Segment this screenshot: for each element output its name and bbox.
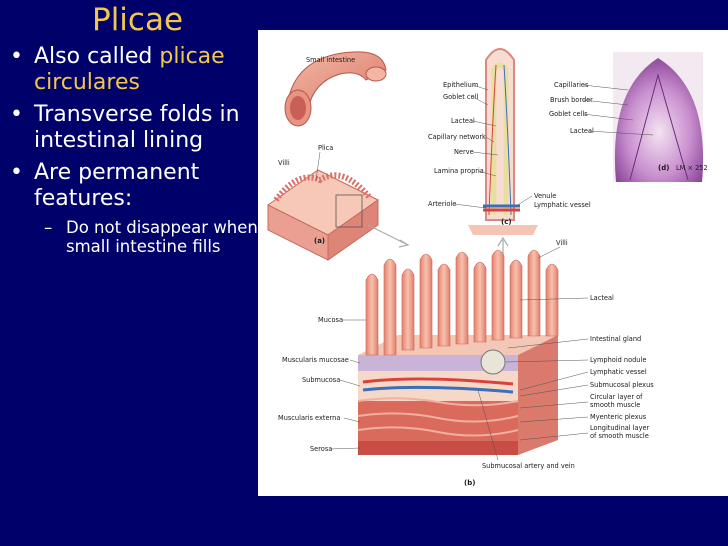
label-circular-layer-1: Circular layer of: [590, 393, 643, 401]
label-capillaries: Capillaries: [554, 81, 589, 89]
label-villi-a: Villi: [278, 159, 290, 167]
micrograph: [613, 52, 704, 182]
label-circular-layer-2: smooth muscle: [590, 401, 640, 409]
plica-segment: [267, 169, 379, 261]
label-villi-b: Villi: [556, 239, 568, 247]
dash-icon: –: [44, 218, 53, 237]
label-lacteal-c: Lacteal: [451, 117, 475, 125]
label-panel-b: (b): [464, 479, 475, 487]
bullet-text: Transverse folds in intestinal lining: [34, 102, 240, 153]
label-muscularis-mucosae: Muscularis mucosae: [282, 356, 349, 364]
label-brush-border: Brush border: [550, 96, 593, 104]
label-mucosa: Mucosa: [318, 316, 343, 324]
label-magnification: LM × 252: [676, 164, 708, 172]
label-goblet-cell: Goblet cell: [443, 93, 478, 101]
bullet-item: • Also called plicae circulares: [8, 44, 268, 96]
label-capillary-network: Capillary network: [428, 133, 486, 141]
label-nerve: Nerve: [454, 148, 474, 156]
anatomy-illustration: Small intestine Plica Villi (a) Epitheli…: [267, 48, 708, 487]
bullet-dot-icon: •: [10, 44, 23, 69]
bullet-dot-icon: •: [10, 160, 23, 185]
label-small-intestine: Small intestine: [306, 56, 355, 64]
bullet-text: Are permanent features:: [34, 160, 200, 211]
label-serosa: Serosa: [310, 445, 332, 453]
label-lacteal-b: Lacteal: [590, 294, 614, 302]
bullet-text: Also called: [34, 44, 160, 69]
leader-lines-b: [329, 246, 589, 461]
intestine-anatomy-figure: Small intestine Plica Villi (a) Epitheli…: [258, 30, 728, 496]
label-lymphatic-vessel-b: Lymphatic vessel: [590, 368, 647, 376]
bullet-list: • Also called plicae circulares • Transv…: [8, 44, 268, 256]
bullet-dot-icon: •: [10, 102, 23, 127]
intestinal-wall-section: [357, 335, 558, 455]
bullet-item: • Are permanent features:: [8, 160, 268, 212]
villi-row: [365, 249, 559, 356]
label-goblet-cells: Goblet cells: [549, 110, 588, 118]
label-muscularis-externa: Muscularis externa: [278, 414, 340, 422]
label-submucosal-artery-vein: Submucosal artery and vein: [482, 462, 575, 470]
highlight-term: plicae circulares: [34, 44, 225, 95]
label-submucosa: Submucosa: [302, 376, 340, 384]
label-lamina-propria: Lamina propria: [434, 167, 484, 175]
label-arteriole: Arteriole: [428, 200, 456, 208]
label-longitudinal-layer-2: of smooth muscle: [590, 432, 649, 440]
bullet-item: • Transverse folds in intestinal lining: [8, 102, 268, 154]
label-lacteal-d: Lacteal: [570, 127, 594, 135]
sub-bullet-text: Do not disappear when small intestine fi…: [66, 218, 258, 256]
label-panel-a: (a): [314, 237, 325, 245]
label-lymphoid-nodule: Lymphoid nodule: [590, 356, 646, 364]
label-lymphatic-vessel-c: Lymphatic vessel: [534, 201, 591, 209]
slide-title: Plicae: [92, 2, 184, 38]
label-epithelium: Epithelium: [443, 81, 478, 89]
label-myenteric-plexus: Myenteric plexus: [590, 413, 647, 421]
label-plica: Plica: [318, 144, 333, 152]
label-longitudinal-layer-1: Longitudinal layer: [590, 424, 650, 432]
label-submucosal-plexus: Submucosal plexus: [590, 381, 654, 389]
sub-bullet-item: – Do not disappear when small intestine …: [8, 218, 268, 256]
label-panel-c: (c): [501, 218, 512, 226]
label-intestinal-gland: Intestinal gland: [590, 335, 641, 343]
villus-detail: [468, 48, 538, 235]
label-panel-d: (d): [658, 164, 669, 172]
label-venule: Venule: [534, 192, 556, 200]
small-intestine-tube: [284, 51, 387, 127]
